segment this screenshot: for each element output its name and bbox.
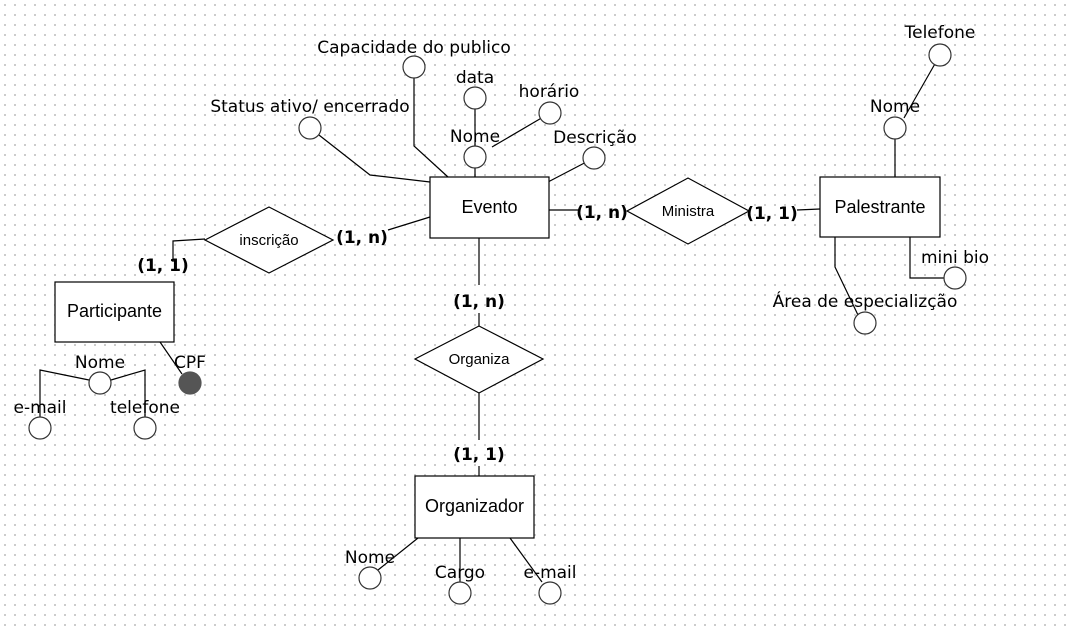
cardinality-participante-inscricao: (1, 1)	[137, 256, 189, 276]
attr-cargo-circle[interactable]	[448, 581, 472, 605]
relationship-inscricao-label: inscrição	[239, 232, 298, 249]
attr-minibio-circle[interactable]	[943, 266, 967, 290]
edge-capacidade	[413, 78, 449, 178]
edge-area	[834, 237, 859, 316]
attr-email-organizador-label: e-mail	[523, 563, 576, 583]
entity-evento-label: Evento	[461, 197, 517, 217]
attr-nome-evento-circle[interactable]	[463, 145, 487, 169]
attr-nome-organizador-label: Nome	[345, 548, 395, 568]
entity-palestrante-label: Palestrante	[834, 197, 925, 217]
edge-cpf	[159, 341, 183, 375]
attr-nome-organizador-circle[interactable]	[358, 566, 382, 590]
cardinality-evento-ministra: (1, n)	[576, 203, 628, 223]
attr-telefone-participante-label: telefone	[110, 398, 180, 418]
edge-nome-organizador	[377, 537, 419, 571]
entity-organizador[interactable]: Organizador	[414, 475, 535, 539]
relationship-organiza[interactable]: Organiza	[413, 325, 545, 394]
attr-status-label: Status ativo/ encerrado	[210, 97, 409, 117]
relationship-ministra-label: Ministra	[662, 203, 715, 220]
relationship-organiza-label: Organiza	[449, 351, 511, 368]
entity-palestrante[interactable]: Palestrante	[819, 176, 941, 238]
attr-data-circle[interactable]	[463, 86, 487, 110]
edge-email-participante	[39, 369, 90, 417]
relationship-ministra[interactable]: Ministra	[625, 177, 751, 245]
attr-nome-palestrante-label: Nome	[870, 97, 920, 117]
attr-nome-palestrante-circle[interactable]	[883, 116, 907, 140]
attribute-circles	[28, 43, 967, 605]
attr-nome-evento-label: Nome	[450, 127, 500, 147]
cardinality-evento-organiza: (1, n)	[453, 292, 505, 312]
edge-evento-inscricao	[387, 216, 431, 231]
attr-cpf-label: CPF	[174, 353, 206, 373]
attr-horario-circle[interactable]	[538, 101, 562, 125]
attr-nome-participante-label: Nome	[75, 353, 125, 373]
attr-email-participante-circle[interactable]	[28, 416, 52, 440]
edge-ministra-palestrante	[796, 208, 821, 211]
edge-email-organizador	[509, 537, 543, 583]
cardinality-labels: (1, n) (1, 1) (1, n) (1, 1) (1, n) (1, 1…	[137, 203, 798, 465]
attr-telefone-participante-circle[interactable]	[133, 416, 157, 440]
entity-evento[interactable]: Evento	[429, 176, 550, 239]
relationship-inscricao[interactable]: inscrição	[203, 206, 335, 274]
attr-cargo-label: Cargo	[435, 563, 485, 583]
attr-data-label: data	[456, 68, 494, 88]
attr-descricao-label: Descrição	[553, 128, 637, 148]
attr-descricao-circle[interactable]	[582, 146, 606, 170]
edge-telefone-participante	[110, 369, 146, 417]
attr-capacidade-label: Capacidade do publico	[317, 38, 511, 58]
attr-cpf-key-circle[interactable]	[178, 371, 202, 395]
entity-participante[interactable]: Participante	[54, 281, 175, 343]
attribute-labels: Capacidade do publico data horário Statu…	[13, 23, 989, 583]
attr-email-participante-label: e-mail	[13, 398, 66, 418]
cardinality-evento-inscricao: (1, n)	[336, 228, 388, 248]
edge-telefone-palestrante	[903, 54, 941, 119]
attr-status-circle[interactable]	[298, 116, 322, 140]
attr-nome-participante-circle[interactable]	[88, 371, 112, 395]
attr-horario-label: horário	[519, 82, 580, 102]
edge-inscricao-participante	[172, 238, 206, 262]
attr-email-organizador-circle[interactable]	[538, 581, 562, 605]
entity-participante-label: Participante	[67, 301, 162, 321]
attr-telefone-palestrante-circle[interactable]	[928, 43, 952, 67]
attr-minibio-label: mini bio	[921, 248, 989, 268]
cardinality-palestrante-ministra: (1, 1)	[746, 204, 798, 224]
attr-area-label: Área de especializção	[773, 290, 958, 312]
entity-organizador-label: Organizador	[425, 496, 524, 516]
attr-area-circle[interactable]	[853, 311, 877, 335]
cardinality-organizador-organiza: (1, 1)	[453, 445, 505, 465]
edge-minibio	[909, 237, 944, 279]
attr-telefone-palestrante-label: Telefone	[904, 23, 976, 43]
edge-status	[309, 127, 431, 183]
attr-capacidade-circle[interactable]	[402, 55, 426, 79]
